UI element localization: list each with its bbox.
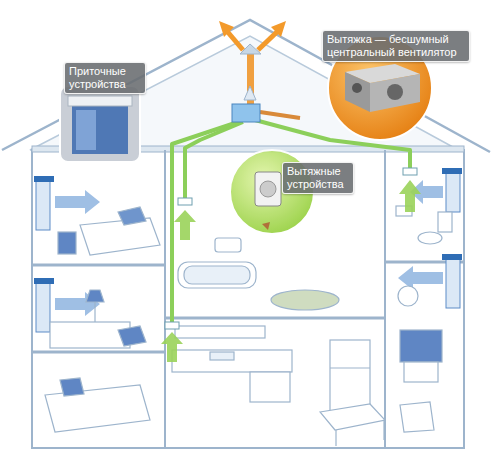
tv: [400, 330, 442, 362]
pillow: [118, 207, 146, 225]
fan-box-side: [370, 74, 420, 112]
floor-slab: [32, 264, 165, 267]
bathtub: [178, 262, 256, 288]
exhaust-arrow: [174, 210, 196, 240]
exhaust-grille: [165, 322, 179, 329]
exhaust-arrow: [399, 180, 421, 212]
exhaust-outflow-arrow: [226, 30, 243, 50]
cushion: [60, 378, 84, 396]
supply-vent: [68, 96, 132, 106]
fridge-door: [330, 367, 370, 368]
inner-wall: [384, 150, 386, 448]
tv-stand: [404, 362, 438, 382]
kitchen-sink: [210, 352, 234, 360]
table-leg: [335, 430, 336, 446]
outlet-duct: [260, 112, 300, 118]
label-text: Приточные устройства: [69, 65, 141, 91]
window: [446, 172, 460, 212]
lamp-stand: [94, 300, 95, 322]
supply-vent: [442, 168, 462, 174]
sink: [215, 238, 241, 252]
callout-label: Вытяжные устройства: [282, 162, 354, 194]
rug: [271, 290, 339, 310]
exhaust-device-grille: [260, 181, 276, 197]
house-structure: [2, 20, 490, 448]
chair: [400, 402, 434, 432]
window: [446, 258, 460, 308]
outer-wall: [32, 150, 464, 448]
desk: [50, 322, 130, 348]
stove: [250, 372, 290, 402]
toilet-bowl: [418, 232, 442, 244]
window: [36, 282, 50, 332]
supply-arrow: [55, 190, 100, 214]
callout-label: Вытяжка — бесшумный центральный вентилят…: [322, 30, 470, 62]
supply-inset: [60, 86, 140, 162]
furniture: [45, 206, 452, 446]
inset-frame: [60, 86, 140, 162]
exhaust-duct: [172, 122, 238, 322]
exhaust-outflow-arrow: [271, 21, 286, 37]
bathtub-inner: [184, 266, 250, 284]
window: [36, 180, 50, 230]
cushion: [118, 326, 146, 346]
fan-box-front: [345, 72, 370, 112]
exhaust-grille: [178, 198, 192, 205]
exhaust-grille: [403, 168, 417, 175]
exhaust-arrow: [161, 332, 183, 362]
exhaust-device: [255, 172, 281, 206]
pointer: [262, 222, 270, 230]
table-leg: [383, 420, 384, 440]
bed: [80, 218, 160, 255]
duct-cone: [244, 86, 256, 100]
window-glass: [72, 106, 128, 154]
supply-vent: [34, 176, 54, 182]
table: [320, 404, 385, 430]
nightstand: [58, 232, 76, 254]
floor-slab: [32, 351, 165, 354]
fan: [398, 286, 418, 306]
lamp-shade: [86, 290, 104, 302]
callout-label: Приточные устройства: [64, 62, 146, 94]
sofa: [45, 385, 150, 432]
supply-vent: [34, 278, 54, 284]
floor-slab: [165, 317, 385, 320]
inner-wall: [164, 150, 166, 448]
exhaust-outflow-arrow: [219, 21, 234, 37]
label-text: Вытяжные устройства: [287, 165, 349, 191]
fan-port: [352, 83, 362, 93]
central-unit: [219, 21, 300, 122]
supply-vent: [442, 254, 462, 260]
fan-port: [387, 84, 403, 100]
label-text: Вытяжка — бесшумный центральный вентилят…: [327, 33, 465, 59]
exhaust-outflow-arrow: [258, 30, 279, 50]
wall-cabinet: [175, 326, 265, 338]
fan-unit: [232, 104, 260, 122]
kitchen-counter: [172, 350, 292, 372]
glass-glare: [76, 110, 96, 150]
toilet-tank: [438, 212, 452, 232]
exhaust-ducts: [172, 120, 410, 322]
